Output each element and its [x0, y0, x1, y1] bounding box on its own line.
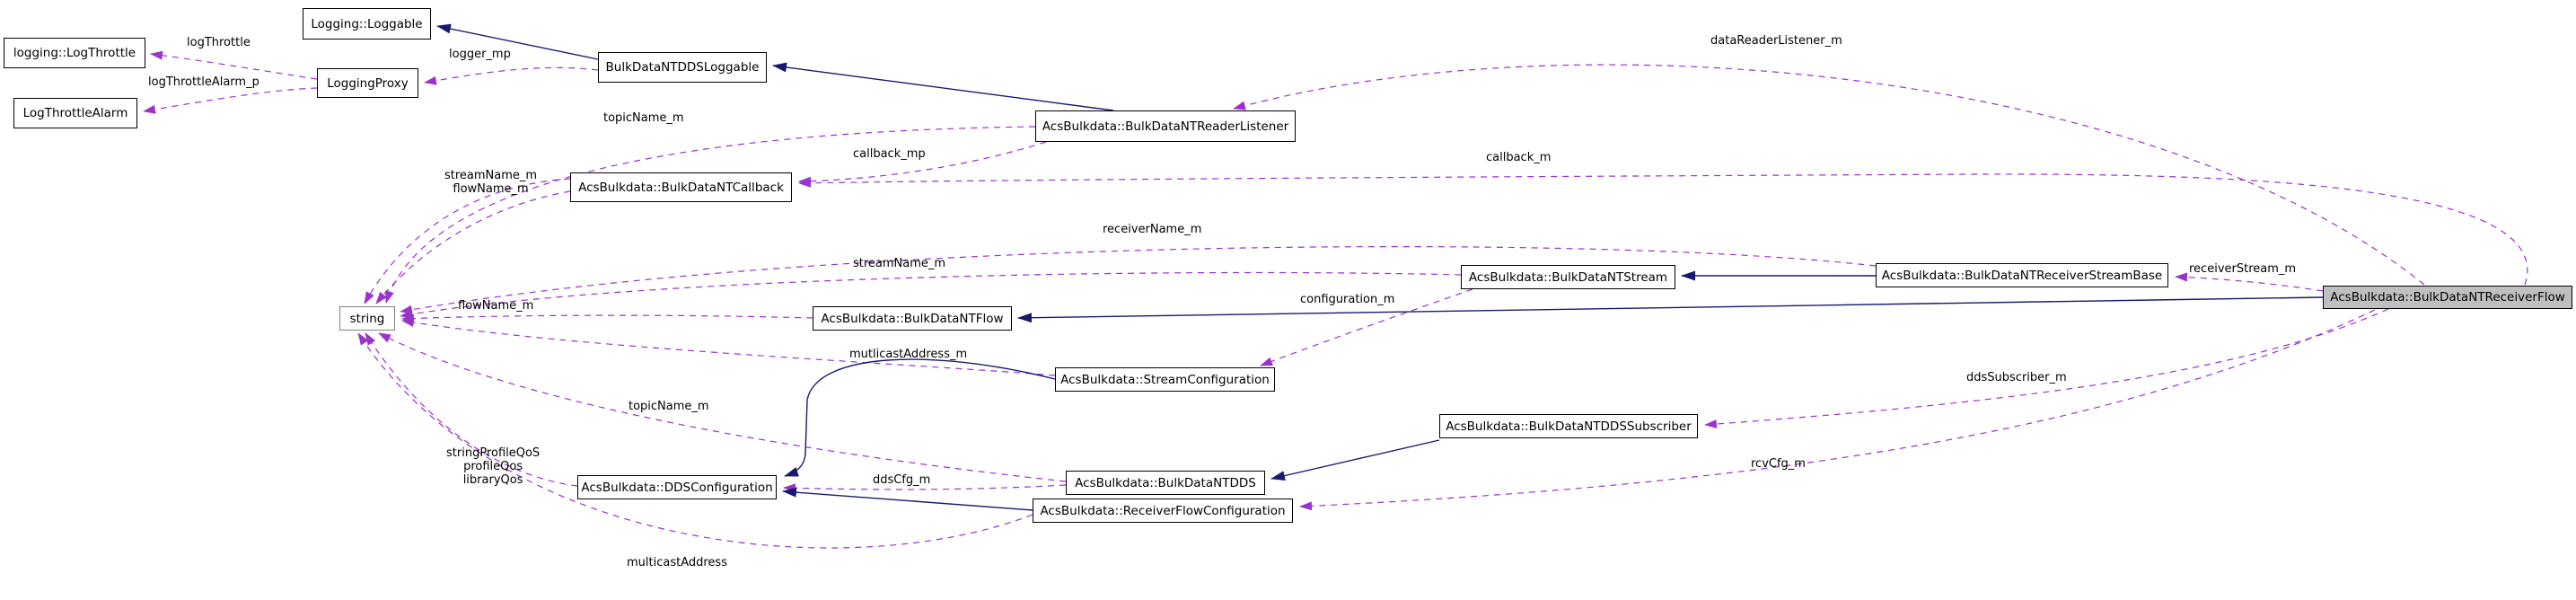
- node-log-throttle[interactable]: logging::LogThrottle: [4, 38, 145, 68]
- edge-datareaderlistener-edge: [1233, 64, 2425, 286]
- edge-label-logger-mp-edge: logger_mp: [449, 48, 511, 61]
- edge-flowname-callback-edge: [375, 190, 571, 304]
- node-receiver-stream-base[interactable]: AcsBulkdata::BulkDataNTReceiverStreamBas…: [1876, 263, 2168, 287]
- edge-rcvcfg-m-edge: [1299, 309, 2376, 511]
- edge-label-streamname-stream-edge: streamName_m: [853, 257, 946, 270]
- edge-ddssubscriber-inherits-ntdds: [1270, 439, 1440, 481]
- edge-label-log-throttle-edge: logThrottle: [187, 36, 251, 49]
- edge-topicname-dds-edge: [378, 332, 1067, 482]
- edge-label-ddssubscriber-m-edge: ddsSubscriber_m: [1966, 371, 2067, 384]
- edge-label-ddscfg-m-edge: ddsCfg_m: [873, 473, 931, 487]
- node-reader-listener[interactable]: AcsBulkdata::BulkDataNTReaderListener: [1035, 110, 1296, 142]
- edge-label-rcvcfg-m-edge: rcvCfg_m: [1751, 457, 1806, 471]
- edge-mutlicastaddress-m-edge: [401, 318, 1056, 376]
- node-stream-configuration[interactable]: AcsBulkdata::StreamConfiguration: [1055, 367, 1275, 392]
- edge-log-throttle-alarm-edge: [143, 87, 318, 114]
- edge-log-throttle-edge: [150, 50, 318, 80]
- node-bulkdata-ntdds-loggable[interactable]: BulkDataNTDDSLoggable: [598, 52, 767, 83]
- node-nt-stream[interactable]: AcsBulkdata::BulkDataNTStream: [1461, 265, 1675, 289]
- edge-label-log-throttle-alarm-edge: logThrottleAlarm_p: [148, 75, 259, 89]
- node-callback[interactable]: AcsBulkdata::BulkDataNTCallback: [570, 172, 792, 202]
- edge-streamname-flowname-callback-edge: [364, 178, 571, 304]
- edge-label-configuration-m-edge: configuration_m: [1300, 293, 1395, 306]
- edge-ddscfg-m-edge: [783, 483, 1067, 493]
- edge-callback-m-edge: [798, 173, 2528, 286]
- node-receiver-flow-configuration[interactable]: AcsBulkdata::ReceiverFlowConfiguration: [1033, 499, 1293, 523]
- edge-receivername-edge: [400, 245, 1877, 314]
- node-dds-configuration[interactable]: AcsBulkdata::DDSConfiguration: [577, 475, 777, 499]
- node-nt-dds[interactable]: AcsBulkdata::BulkDataNTDDS: [1066, 471, 1265, 495]
- edge-label-receiverstream-m-edge: receiverStream_m: [2189, 262, 2297, 276]
- edge-label-mutlicastaddress-m-edge: mutlicastAddress_m: [849, 348, 968, 361]
- edge-topicname-readerlistener-edge: [385, 126, 1036, 304]
- node-receiver-flow[interactable]: AcsBulkdata::BulkDataNTReceiverFlow: [2323, 286, 2572, 309]
- edge-multicastaddress-edge: [357, 332, 1033, 549]
- node-string[interactable]: string: [339, 306, 395, 331]
- edge-label-receivername-edge: receiverName_m: [1103, 223, 1202, 236]
- edge-label-flowname-flow-edge: flowName_m: [458, 299, 534, 313]
- edge-logger-mp-edge: [424, 66, 599, 85]
- edge-receiverstream-m-edge: [2175, 272, 2324, 292]
- edge-ddsloggable-inherits-loggable: [436, 23, 599, 60]
- edge-readerlistener-inherits-ddsloggable: [772, 62, 1114, 111]
- edge-flowname-flow-edge: [401, 313, 813, 323]
- node-log-throttle-alarm[interactable]: LogThrottleAlarm: [13, 98, 137, 128]
- edge-receiverflow-inherits-ntflow: [1017, 296, 2324, 323]
- edge-label-multicastaddress-edge: multicastAddress: [627, 556, 727, 569]
- edge-configuration-m-edge: [1260, 288, 1473, 366]
- node-loggable[interactable]: Logging::Loggable: [303, 8, 431, 40]
- node-dds-subscriber[interactable]: AcsBulkdata::BulkDataNTDDSSubscriber: [1439, 414, 1698, 438]
- edge-label-datareaderlistener-edge: dataReaderListener_m: [1710, 34, 1842, 48]
- edge-label-topicname-readerlistener-edge: topicName_m: [603, 111, 684, 125]
- edge-receiverflowconfig-inherits-ddsconfig: [782, 487, 1033, 511]
- edge-ddssubscriber-m-edge: [1704, 308, 2389, 429]
- node-nt-flow[interactable]: AcsBulkdata::BulkDataNTFlow: [813, 306, 1012, 331]
- node-logging-proxy[interactable]: LoggingProxy: [317, 68, 418, 98]
- edge-label-callback-mp-edge: callback_mp: [853, 147, 926, 161]
- edge-streamconfig-inherits-ddsconfig: [784, 358, 1056, 477]
- edge-streamname-stream-edge: [400, 271, 1462, 319]
- edge-label-topicname-dds-edge: topicName_m: [629, 400, 709, 413]
- edge-label-callback-m-edge: callback_m: [1486, 151, 1552, 164]
